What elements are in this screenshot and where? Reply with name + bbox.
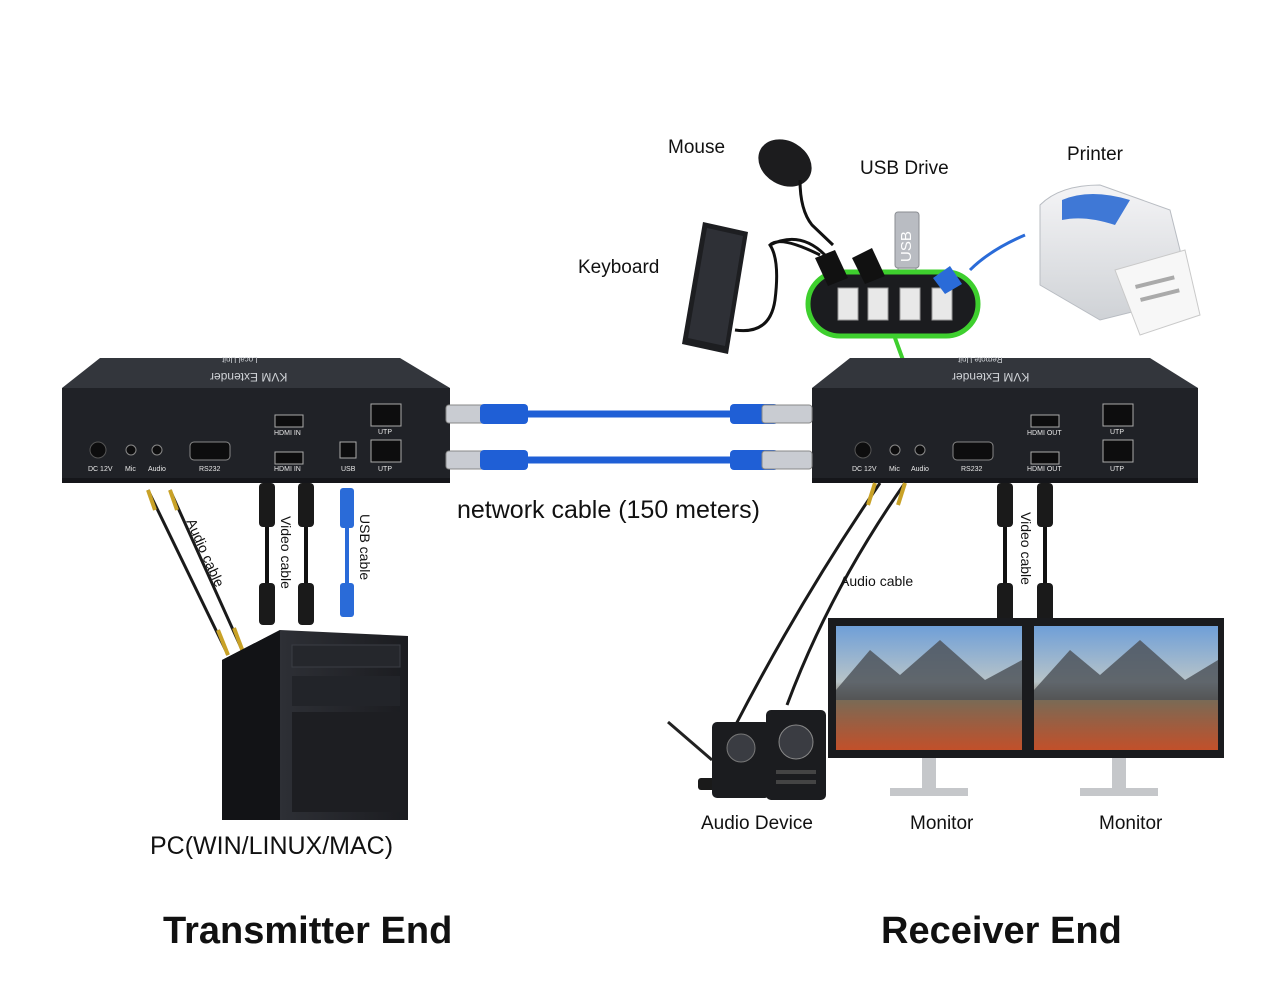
monitor-left-icon xyxy=(828,618,1028,796)
rx-audio-cable-label: Audio cable xyxy=(840,573,914,589)
transmitter-end-title: Transmitter End xyxy=(163,910,453,952)
tx-port-hdmi-in-top: HDMI IN xyxy=(274,430,301,437)
keyboard-label: Keyboard xyxy=(578,257,660,278)
mouse-label: Mouse xyxy=(668,137,726,158)
receiver-box xyxy=(812,358,1198,483)
pc-tower-icon xyxy=(222,630,408,820)
rx-port-hdmi-out-top: HDMI OUT xyxy=(1027,430,1062,437)
rx-audio-cables xyxy=(731,482,907,731)
tx-port-mic: Mic xyxy=(125,466,136,473)
tx-port-dc: DC 12V xyxy=(88,466,113,473)
rx-port-hdmi-out-bottom: HDMI OUT xyxy=(1027,466,1062,473)
printer-icon xyxy=(968,184,1201,336)
rx-top-title: KVM Extender xyxy=(952,370,1030,384)
monitor-right-label: Monitor xyxy=(1099,813,1163,834)
tx-usb-cable-label: USB cable xyxy=(357,514,373,581)
rx-top-subtitle: Remote Unit xyxy=(958,355,1003,364)
monitor-left-label: Monitor xyxy=(910,813,974,834)
tx-top-title: KVM Extender xyxy=(210,370,288,384)
audio-device-label: Audio Device xyxy=(701,813,813,834)
transmitter-box xyxy=(62,358,450,483)
printer-label: Printer xyxy=(1067,144,1123,165)
usb-hub xyxy=(769,237,981,361)
rx-video-cable-label: Video cable xyxy=(1018,512,1034,585)
rx-port-dc: DC 12V xyxy=(852,466,877,473)
tx-usb-cable xyxy=(340,488,354,617)
network-cable-label: network cable (150 meters) xyxy=(457,496,760,524)
rx-port-audio: Audio xyxy=(911,466,929,473)
tx-top-subtitle: Local Unit xyxy=(222,355,258,364)
keyboard-icon xyxy=(682,222,821,354)
usb-stick-text: USB xyxy=(898,231,915,262)
usb-drive-label: USB Drive xyxy=(860,158,949,179)
tx-port-rs232: RS232 xyxy=(199,466,221,473)
mouse-icon xyxy=(758,139,835,247)
receiver-end-title: Receiver End xyxy=(881,910,1122,952)
pc-label: PC(WIN/LINUX/MAC) xyxy=(150,832,394,860)
tx-port-utp-top: UTP xyxy=(378,429,392,436)
tx-audio-cables xyxy=(146,489,245,656)
rx-video-cables xyxy=(997,483,1053,625)
tx-video-cable-label: Video cable xyxy=(278,516,294,589)
tx-video-cables xyxy=(259,483,314,625)
rx-port-mic: Mic xyxy=(889,466,900,473)
rx-port-utp-top: UTP xyxy=(1110,429,1124,436)
tx-port-audio: Audio xyxy=(148,466,166,473)
speakers-icon xyxy=(667,710,826,800)
network-cables xyxy=(445,404,813,470)
monitor-right-icon xyxy=(1026,618,1224,796)
rx-port-rs232: RS232 xyxy=(961,466,983,473)
tx-port-utp-bottom: UTP xyxy=(378,466,392,473)
rx-port-utp-bottom: UTP xyxy=(1110,466,1124,473)
tx-port-usb: USB xyxy=(341,466,356,473)
tx-port-hdmi-in-bottom: HDMI IN xyxy=(274,466,301,473)
